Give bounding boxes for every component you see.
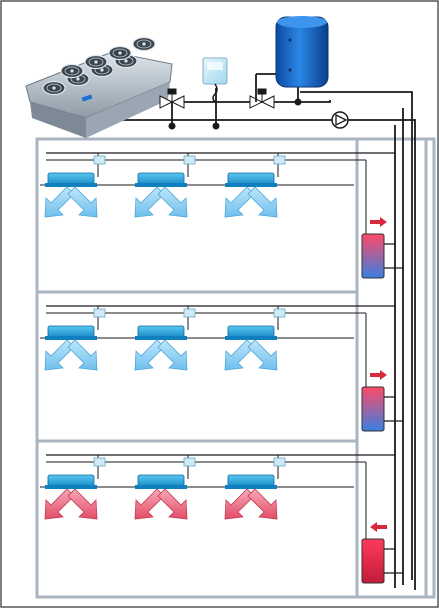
airflow-arrow-icon <box>157 488 188 520</box>
heat-exchanger-icon <box>361 313 403 432</box>
flow-direction-arrow-icon <box>370 370 387 380</box>
building-frame <box>35 137 436 599</box>
control-valve-icon <box>183 308 196 318</box>
fan-icon <box>108 45 132 61</box>
airflow-arrow-icon <box>44 186 75 218</box>
airflow-arrow-icon <box>157 339 188 371</box>
airflow-arrow-icon <box>247 186 278 218</box>
airflow-arrow-icon <box>67 339 98 371</box>
storage-tank-icon <box>255 16 329 102</box>
fan-coil-unit <box>44 153 106 218</box>
control-valve-icon <box>93 308 106 318</box>
control-valve-icon <box>273 457 286 467</box>
fan-icon <box>42 80 66 96</box>
control-valve-icon <box>93 155 106 165</box>
fan-coil-unit <box>224 306 286 371</box>
fan-coil-unit <box>44 455 106 520</box>
three-way-valve-right <box>249 88 275 109</box>
airflow-arrow-icon <box>224 339 255 371</box>
airflow-arrow-icon <box>134 339 165 371</box>
control-valve-icon <box>273 155 286 165</box>
floor-1 <box>40 152 403 279</box>
fan-icon <box>132 36 156 52</box>
control-valve-icon <box>93 457 106 467</box>
three-way-valve-left <box>159 88 185 109</box>
airflow-arrow-icon <box>224 488 255 520</box>
pipe-junctions <box>168 98 302 130</box>
control-valve-icon <box>273 308 286 318</box>
fan-coil-unit <box>224 153 286 218</box>
airflow-arrow-icon <box>134 488 165 520</box>
airflow-arrow-icon <box>157 186 188 218</box>
fan-coil-unit <box>134 306 196 371</box>
fan-coil-unit <box>134 455 196 520</box>
flow-direction-arrow-icon <box>370 217 387 227</box>
floor-3 <box>40 454 403 584</box>
thermostat-icon <box>202 57 228 103</box>
airflow-arrow-icon <box>247 488 278 520</box>
airflow-arrow-icon <box>44 339 75 371</box>
airflow-arrow-icon <box>44 488 75 520</box>
control-valve-icon <box>183 457 196 467</box>
airflow-arrow-icon <box>67 488 98 520</box>
heat-exchanger-icon <box>361 462 403 584</box>
floors <box>40 152 403 584</box>
fan-coil-unit <box>224 455 286 520</box>
airflow-arrow-icon <box>224 186 255 218</box>
fan-coil-unit <box>134 153 196 218</box>
airflow-arrow-icon <box>247 339 278 371</box>
fan-coil-unit <box>44 306 106 371</box>
airflow-arrow-icon <box>134 186 165 218</box>
airflow-arrow-icon <box>67 186 98 218</box>
main-pipes <box>112 86 416 590</box>
fan-icon <box>84 54 108 70</box>
fan-icon <box>60 63 84 79</box>
control-valve-icon <box>183 155 196 165</box>
heat-exchanger-icon <box>361 160 403 279</box>
dry-cooler-icon <box>25 36 173 138</box>
pump-icon <box>331 111 349 129</box>
flow-direction-arrow-icon <box>370 522 387 532</box>
floor-2 <box>40 305 403 432</box>
